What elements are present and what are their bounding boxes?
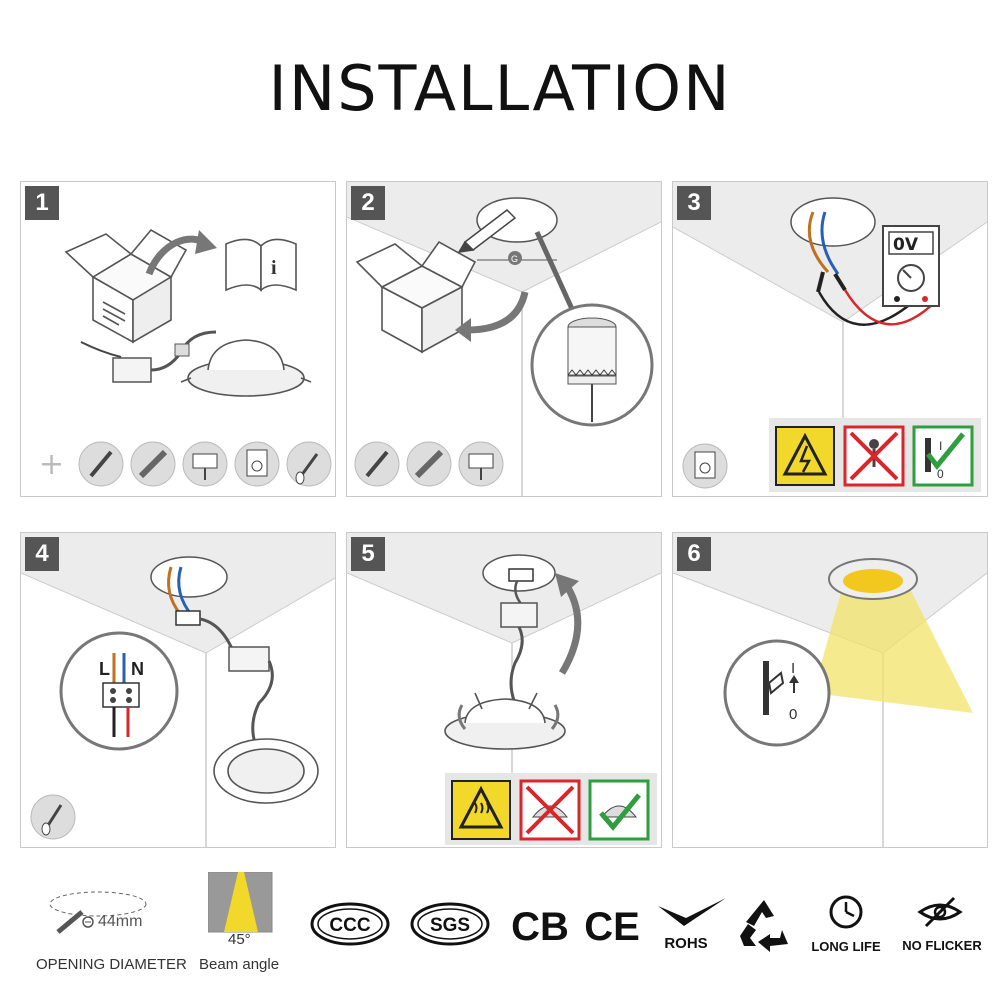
step-3-panel: 3 0V <box>672 181 988 497</box>
step-1-panel: 1 i + <box>20 181 336 497</box>
ccc-cert-label: CCC <box>329 915 370 936</box>
meter-reading: 0V <box>893 235 919 255</box>
step-3-number: 3 <box>677 186 711 220</box>
ce-cert-icon: CE <box>584 905 640 949</box>
beam-angle-icon <box>208 872 273 933</box>
multimeter-tool-icon <box>234 441 280 487</box>
electric-hazard-icon <box>775 426 835 486</box>
terminal-block-icon <box>508 568 534 582</box>
step-6-number: 6 <box>677 537 711 571</box>
downlight-icon <box>180 339 312 397</box>
switch-off-label: 0 <box>937 467 944 481</box>
long-life-label: LONG LIFE <box>811 939 881 954</box>
step-4-illustration: L N <box>21 533 335 847</box>
step-1-number: 1 <box>25 186 59 220</box>
downlight-icon <box>213 738 319 804</box>
multimeter-icon: 0V <box>882 225 940 307</box>
hot-surface-icon <box>451 780 511 840</box>
switch-off-label: 0 <box>789 706 797 723</box>
step-3-illustration: 0V I 0 <box>673 182 987 492</box>
multimeter-tool-icon <box>682 443 728 489</box>
arrow-icon <box>558 581 582 675</box>
cb-cert-icon: CB <box>511 905 569 949</box>
no-live-work-icon <box>843 425 905 487</box>
beam-angle-label: Beam angle <box>199 956 280 973</box>
downlight-icon <box>444 692 566 750</box>
screwdriver-tool-icon <box>30 794 76 840</box>
sgs-cert-label: SGS <box>430 915 470 936</box>
step-6-illustration: I 0 <box>673 533 987 847</box>
hole-saw-tool-icon <box>182 441 228 487</box>
ccc-cert-icon: CCC <box>310 902 390 946</box>
step-4-panel: 4 L N <box>20 532 336 848</box>
ruler-tool-icon <box>130 441 176 487</box>
step-2-panel: 2 G <box>346 181 662 497</box>
opening-diameter-label: OPENING DIAMETER <box>36 956 187 973</box>
switch-off-ok-icon: I 0 <box>912 425 974 487</box>
pencil-tool-icon <box>78 441 124 487</box>
opening-size-value: 44mm <box>98 913 143 930</box>
no-flicker-icon: NO FLICKER <box>902 896 982 953</box>
opening-diameter-icon <box>49 891 147 934</box>
beam-angle-value: 45° <box>228 931 251 948</box>
step-5-panel: 5 <box>346 532 662 848</box>
step-2-number: 2 <box>351 186 385 220</box>
step-5-number: 5 <box>351 537 385 571</box>
clearance-ok-icon <box>588 779 650 841</box>
light-beam <box>813 585 973 713</box>
step-2-illustration: G <box>347 182 661 496</box>
step-4-number: 4 <box>25 537 59 571</box>
step-6-panel: 6 I 0 <box>672 532 988 848</box>
switch-detail-zoom <box>723 639 831 747</box>
box-illustration <box>355 240 477 354</box>
plus-icon: + <box>39 447 64 482</box>
switch-on-label: I <box>791 660 795 677</box>
hole-saw-tool-icon <box>458 441 504 487</box>
manual-icon: i <box>225 238 297 292</box>
wall-switch-icon <box>763 661 769 715</box>
page-title: INSTALLATION <box>268 52 732 125</box>
rohs-cert-icon: ROHS <box>658 898 726 952</box>
recycle-icon <box>740 900 788 952</box>
step-1-illustration: i + <box>39 228 332 487</box>
terminal-l-label: L <box>99 659 110 679</box>
svg-text:i: i <box>271 257 277 279</box>
terminal-n-label: N <box>131 659 144 679</box>
driver-icon <box>112 357 152 383</box>
hole-saw-icon <box>530 303 654 427</box>
ruler-tool-icon <box>406 441 452 487</box>
downlight-on-icon <box>828 558 918 600</box>
no-cover-icon <box>519 779 581 841</box>
no-flicker-label: NO FLICKER <box>902 938 982 953</box>
ce-cert-label: CE <box>584 905 640 949</box>
terminal-block-icon <box>175 610 201 626</box>
rohs-cert-label: ROHS <box>664 935 707 952</box>
rotate-right-icon <box>550 704 560 730</box>
g-marker: G <box>511 254 518 264</box>
rotate-left-icon <box>457 704 467 730</box>
driver-icon <box>228 646 270 672</box>
pencil-icon <box>457 209 517 253</box>
cb-cert-label: CB <box>511 905 569 949</box>
step-5-illustration <box>347 533 661 845</box>
long-life-icon: LONG LIFE <box>811 895 881 954</box>
driver-icon <box>500 602 538 628</box>
switch-on-label: I <box>939 439 942 453</box>
sgs-cert-icon: SGS <box>410 902 490 946</box>
pencil-tool-icon <box>354 441 400 487</box>
arrow-icon <box>466 291 529 334</box>
screwdriver-tool-icon <box>286 441 332 487</box>
